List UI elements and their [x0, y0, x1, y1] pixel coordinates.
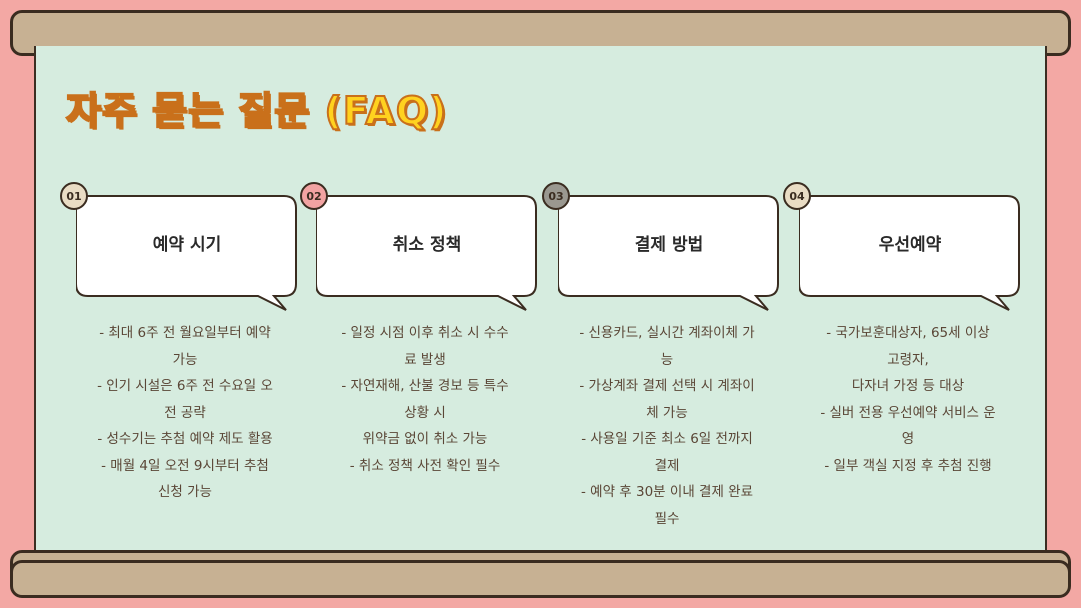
faq-card-3: 03 결제 방법 - 신용카드, 실시간 계좌이체 가 능 - 가상계좌 결제 … — [542, 180, 784, 540]
page-title: 자주 묻는 질문 (FAQ) — [65, 88, 448, 134]
answer-line: 영 — [901, 431, 915, 447]
answer-line: - 인기 시설은 6주 전 수요일 오 — [97, 378, 273, 394]
answer-line: - 자연재해, 산불 경보 등 특수 — [341, 378, 509, 394]
answer-line: 필수 — [654, 510, 680, 527]
answer-line: 위약금 없이 취소 가능 — [362, 431, 488, 447]
answer-line: - 매월 4일 오전 9시부터 추첨 — [101, 457, 269, 474]
faq-answer: - 신용카드, 실시간 계좌이체 가 능 - 가상계좌 결제 선택 시 계좌이 … — [542, 320, 792, 532]
answer-line: - 최대 6주 전 월요일부터 예약 — [99, 325, 271, 341]
scroll-board — [34, 46, 1047, 558]
faq-heading: 우선예약 — [878, 235, 942, 255]
faq-heading: 예약 시기 — [152, 235, 222, 255]
number-badge: 02 — [300, 182, 328, 210]
answer-line: 능 — [660, 351, 674, 368]
answer-line: - 신용카드, 실시간 계좌이체 가 — [579, 325, 755, 341]
answer-line: 신청 가능 — [158, 484, 212, 500]
answer-line: - 가상계좌 결제 선택 시 계좌이 — [579, 378, 755, 394]
answer-line: - 일정 시점 이후 취소 시 수수 — [341, 325, 509, 341]
answer-line: - 취소 정책 사전 확인 필수 — [349, 457, 501, 474]
answer-line: 료 발생 — [404, 351, 446, 368]
faq-card-1: 01 예약 시기 - 최대 6주 전 월요일부터 예약 가능 - 인기 시설은 … — [60, 180, 302, 540]
faq-answer: - 일정 시점 이후 취소 시 수수 료 발생 - 자연재해, 산불 경보 등 … — [300, 320, 550, 479]
faq-answer: - 국가보훈대상자, 65세 이상 고령자, 다자녀 가정 등 대상 - 실버 … — [783, 320, 1033, 479]
scroll-bottom-roll — [10, 560, 1071, 598]
answer-line: - 예약 후 30분 이내 결제 완료 — [581, 484, 753, 500]
answer-line: 결제 — [654, 457, 680, 474]
answer-line: 고령자, — [887, 351, 929, 368]
answer-line: 체 가능 — [646, 404, 688, 421]
answer-line: 전 공략 — [164, 404, 206, 421]
answer-line: - 일부 객실 지정 후 추첨 진행 — [824, 457, 992, 474]
answer-line: 다자녀 가정 등 대상 — [851, 378, 965, 394]
answer-line: - 실버 전용 우선예약 서비스 운 — [820, 404, 996, 421]
answer-line: 가능 — [172, 351, 198, 368]
answer-line: - 성수기는 추첨 예약 제도 활용 — [97, 431, 273, 447]
number-badge: 04 — [783, 182, 811, 210]
answer-line: - 사용일 기준 최소 6일 전까지 — [581, 431, 753, 447]
answer-line: - 국가보훈대상자, 65세 이상 — [826, 325, 990, 341]
faq-answer: - 최대 6주 전 월요일부터 예약 가능 - 인기 시설은 6주 전 수요일 … — [60, 320, 310, 506]
number-badge: 03 — [542, 182, 570, 210]
faq-card-2: 02 취소 정책 - 일정 시점 이후 취소 시 수수 료 발생 - 자연재해,… — [300, 180, 542, 540]
faq-card-4: 04 우선예약 - 국가보훈대상자, 65세 이상 고령자, 다자녀 가정 등 … — [783, 180, 1025, 540]
answer-line: 상황 시 — [404, 404, 446, 421]
faq-heading: 취소 정책 — [392, 235, 462, 255]
number-badge: 01 — [60, 182, 88, 210]
faq-heading: 결제 방법 — [634, 235, 704, 255]
